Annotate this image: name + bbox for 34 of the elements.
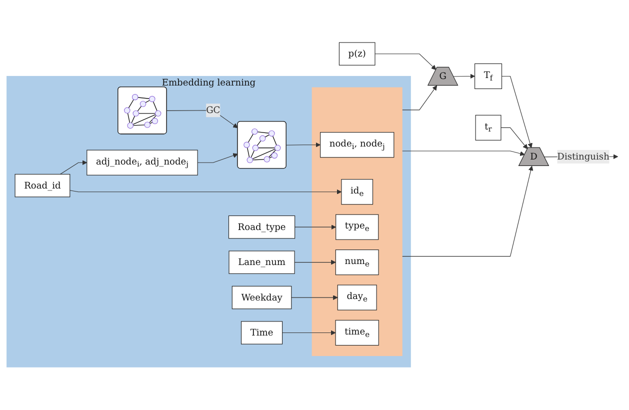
node-box: num$_{e}$	[335, 250, 379, 276]
arrow	[166, 110, 238, 128]
node-box: node$_{i}$, node$_{j}$	[320, 132, 394, 158]
node-box: Time	[240, 321, 283, 344]
node-box: Road_type	[228, 216, 296, 239]
node-box: p(z)	[338, 42, 376, 66]
arrow	[402, 85, 438, 110]
arrow	[197, 153, 238, 163]
arrow	[402, 150, 525, 156]
arrow	[374, 54, 436, 70]
edge-label: GC	[206, 104, 220, 116]
arrow	[60, 160, 88, 175]
arrow	[286, 142, 321, 148]
node-box: Weekday	[232, 286, 292, 310]
edge-label: Distinguish	[557, 151, 610, 162]
node-box: T$_{f}$	[474, 64, 502, 90]
arrow	[500, 127, 528, 150]
node-box: time$_{e}$	[335, 320, 379, 346]
node-box: Lane_num	[228, 250, 295, 274]
arrow	[291, 295, 338, 300]
node-box: type$_{e}$	[336, 214, 379, 240]
arrow	[402, 166, 534, 257]
arrow	[282, 330, 336, 336]
node-box: Road_id	[14, 174, 70, 198]
node-box: id$_{e}$	[341, 179, 374, 205]
arrow	[294, 224, 336, 230]
node-box: t$_{r}$	[475, 114, 502, 141]
arrow	[294, 260, 336, 265]
arrow	[453, 74, 476, 79]
node-box: day$_{e}$	[337, 284, 377, 310]
arrow	[70, 189, 342, 194]
node-box: adj_node$_{i}$, adj_node$_{j}$	[86, 150, 198, 176]
arrow	[501, 76, 532, 148]
cluster	[312, 87, 402, 356]
